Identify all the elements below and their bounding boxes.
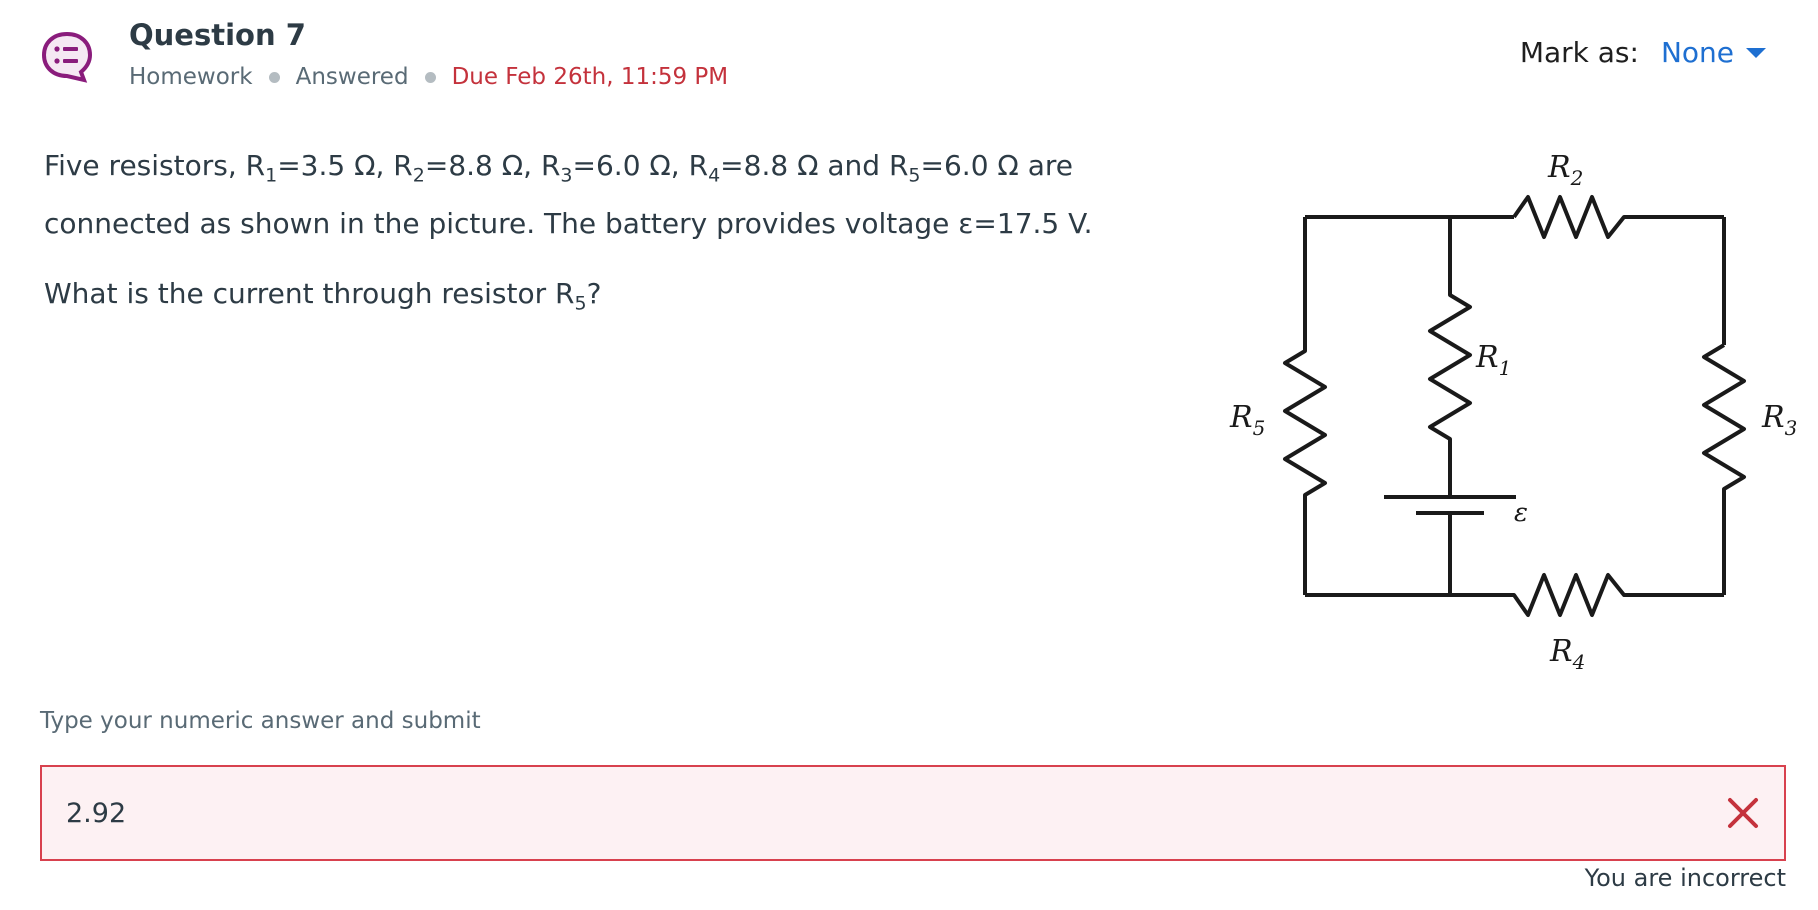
due-date: Due Feb 26th, 11:59 PM <box>451 64 729 90</box>
question-meta: Homework Answered Due Feb 26th, 11:59 PM <box>129 64 728 90</box>
resistor-r4-symbol <box>1450 573 1724 617</box>
answer-instructions: Type your numeric answer and submit <box>40 708 481 734</box>
question-bubble-icon <box>41 31 93 83</box>
assignment-type: Homework <box>129 64 253 90</box>
resistor-r5: R5=6.0 Ω are <box>888 149 1073 187</box>
caret-down-icon <box>1746 47 1766 58</box>
label-r3: R3 <box>1761 400 1797 440</box>
label-r4: R4 <box>1549 634 1585 674</box>
separator-dot <box>268 71 280 83</box>
label-r2: R2 <box>1547 150 1583 190</box>
mark-as-control: Mark as: None <box>1520 36 1766 69</box>
mark-as-value: None <box>1660 36 1734 69</box>
bottom-fade <box>0 880 1818 910</box>
resistor-r4: R4=8.8 Ω <box>688 149 819 187</box>
mark-as-dropdown[interactable]: None <box>1661 36 1766 69</box>
problem-text: and <box>818 149 889 182</box>
resistor-r3-symbol <box>1702 343 1746 595</box>
question-title: Question 7 <box>129 18 306 52</box>
problem-text: Five resistors, <box>44 149 246 182</box>
problem-line-2: connected as shown in the picture. The b… <box>44 206 1093 240</box>
circuit-diagram: R2 R1 R5 R3 ε R4 <box>1229 150 1797 674</box>
resistor-r1: R1=3.5 Ω, <box>245 149 394 187</box>
mark-as-label: Mark as: <box>1519 36 1639 69</box>
resistor-r1-symbol <box>1428 217 1472 497</box>
answer-field-container <box>40 765 1786 861</box>
label-r5: R5 <box>1229 400 1265 440</box>
problem-line-1: Five resistors, R1=3.5 Ω, R2=8.8 Ω, R3=6… <box>44 142 1174 200</box>
question-text: What is the current through resistor R5? <box>44 277 602 315</box>
result-message: You are incorrect <box>1584 864 1786 892</box>
numeric-answer-input[interactable] <box>66 797 1566 829</box>
resistor-r3: R3=6.0 Ω, <box>540 149 689 187</box>
label-emf: ε <box>1514 498 1528 528</box>
separator-dot <box>424 71 436 83</box>
resistor-r2: R2=8.8 Ω, <box>393 149 541 187</box>
problem-statement: Five resistors, R1=3.5 Ω, R2=8.8 Ω, R3=6… <box>44 142 1174 248</box>
resistor-r2-symbol <box>1512 195 1724 239</box>
resistor-r5-symbol <box>1283 217 1327 595</box>
answer-status: Answered <box>295 64 409 90</box>
label-r1: R1 <box>1475 340 1511 380</box>
incorrect-x-icon <box>1728 798 1758 828</box>
